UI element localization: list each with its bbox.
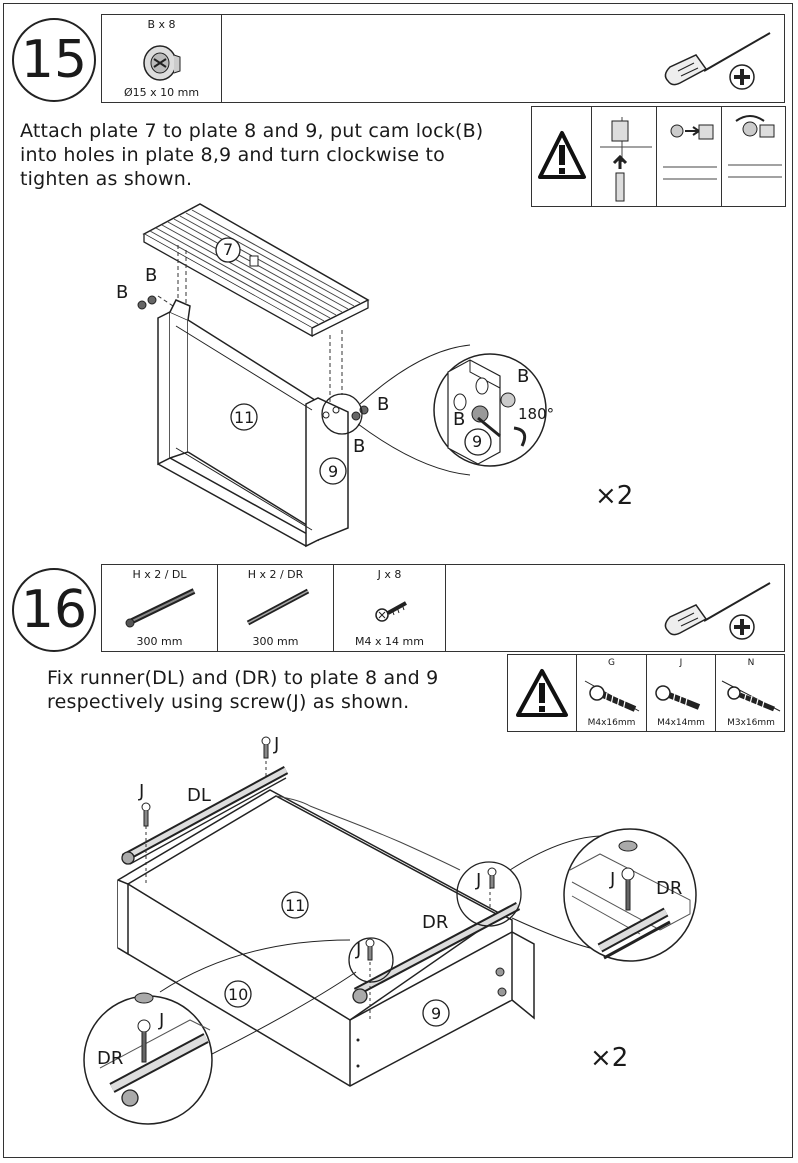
screw-cell-j: J M4x14mm <box>647 655 716 731</box>
runner-dr-icon <box>246 588 310 626</box>
screw-size: M3x16mm <box>727 718 775 728</box>
part-size: 300 mm <box>252 635 299 648</box>
part-size: 300 mm <box>136 635 183 648</box>
warning-icon <box>538 131 586 179</box>
screw-cell-n: N M3x16mm <box>716 655 786 731</box>
cam-lock-label: B <box>377 394 390 415</box>
instruction-line: tighten as shown. <box>20 168 193 190</box>
cam-align-icon <box>663 124 717 180</box>
instruction-line: Attach plate 7 to plate 8 and 9, put cam… <box>20 120 484 142</box>
screwdriver-icon <box>664 32 771 90</box>
plate-11-label: 11 <box>285 896 306 915</box>
step-15-instruction: Attach plate 7 to plate 8 and 9, put cam… <box>20 119 483 191</box>
instruction-line: respectively using screw(J) as shown. <box>47 691 410 713</box>
warning-step-2 <box>657 107 722 206</box>
detail-right <box>563 828 697 962</box>
screw-icons <box>141 736 497 961</box>
part-qty: B x 8 <box>147 18 176 31</box>
step-15-number: 15 <box>12 18 96 102</box>
cam-tighten-icon <box>728 115 782 178</box>
part-qty: J x 8 <box>377 568 402 581</box>
warning-cell <box>508 655 577 731</box>
screw-n-icon <box>721 680 781 712</box>
runner-dl-label: DL <box>187 785 211 806</box>
step-15-multiplier: ×2 <box>595 481 634 511</box>
part-cell-runner-dr: H x 2 / DR 300 mm <box>218 565 334 651</box>
warning-cell <box>532 107 592 206</box>
detail-9-label: 9 <box>472 432 483 451</box>
step-15-assembly-drawing <box>137 203 547 548</box>
runner-dl-icon <box>125 588 196 628</box>
cam-insert-icon <box>600 117 652 202</box>
screw-j-icon <box>655 685 701 710</box>
part-qty: H x 2 / DR <box>247 568 304 581</box>
screw-size: M4x14mm <box>657 718 705 728</box>
plate-9-label: 9 <box>431 1004 442 1023</box>
cam-lock-label: B <box>145 265 158 286</box>
plate-11-label: 11 <box>234 408 255 427</box>
runner-dr <box>352 902 521 1004</box>
screw-j-label: J <box>610 869 616 890</box>
screw-cell-g: G M4x16mm <box>577 655 647 731</box>
warning-step-3 <box>722 107 787 206</box>
cam-lock-label: B <box>116 282 129 303</box>
instruction-line: into holes in plate 8,9 and turn clockwi… <box>20 144 445 166</box>
step-16-multiplier: ×2 <box>590 1043 629 1073</box>
detail-left <box>83 992 213 1125</box>
screw-j-label: J <box>274 734 280 755</box>
screw-j-label: J <box>476 870 482 891</box>
plate-10-label: 10 <box>228 985 249 1004</box>
rotation-angle-label: 180° <box>518 405 555 423</box>
screwdriver-icon <box>664 582 771 640</box>
part-qty: H x 2 / DL <box>132 568 187 581</box>
plate-9-label: 9 <box>328 462 339 481</box>
screw-j-label: J <box>139 781 145 802</box>
screw-code: G <box>608 658 615 668</box>
part-cell-screw-j: J x 8 M4 x 14 mm <box>334 565 446 651</box>
screw-j-label: J <box>356 939 362 960</box>
cam-lock-label: B <box>453 409 466 430</box>
screw-size: M4x16mm <box>587 718 636 728</box>
cam-lock-detail <box>433 353 547 467</box>
runner-dr-label: DR <box>422 912 449 933</box>
step-15-warning-box <box>531 106 786 207</box>
cam-lock-label: B <box>353 436 366 457</box>
cam-lock-icon <box>143 45 181 81</box>
step-16-parts-box: H x 2 / DL 300 mm H x 2 / DR 300 mm J x … <box>101 564 785 652</box>
runner-dr-label: DR <box>97 1048 124 1069</box>
screw-j-icon <box>375 601 407 622</box>
screw-code: J <box>679 658 683 668</box>
cam-lock-label: B <box>517 366 530 387</box>
instruction-line: Fix runner(DL) and (DR) to plate 8 and 9 <box>47 667 439 689</box>
step-16-number: 16 <box>12 568 96 652</box>
plate-7-top-panel <box>142 203 370 338</box>
part-size: Ø15 x 10 mm <box>123 86 200 99</box>
runner-dr-label: DR <box>656 878 683 899</box>
runner-dl <box>121 766 289 865</box>
step-15-parts-box: B x 8 Ø15 x 10 mm <box>101 14 785 103</box>
frame-plates <box>157 299 349 548</box>
part-size: M4 x 14 mm <box>355 635 424 648</box>
warning-step-1 <box>592 107 657 206</box>
page-frame <box>3 3 793 1158</box>
step-16-instruction: Fix runner(DL) and (DR) to plate 8 and 9… <box>47 666 438 714</box>
screw-g-icon <box>584 680 640 712</box>
step-16-screw-reference-box: G M4x16mm J M4x14mm N M3x16mm <box>507 654 785 732</box>
screw-j-label: J <box>159 1010 165 1031</box>
warning-icon <box>516 669 568 717</box>
part-cell-runner-dl: H x 2 / DL 300 mm <box>102 565 218 651</box>
plate-7-label: 7 <box>223 240 234 259</box>
part-cell-cam-lock: B x 8 Ø15 x 10 mm <box>102 15 222 102</box>
screw-code: N <box>747 658 755 668</box>
